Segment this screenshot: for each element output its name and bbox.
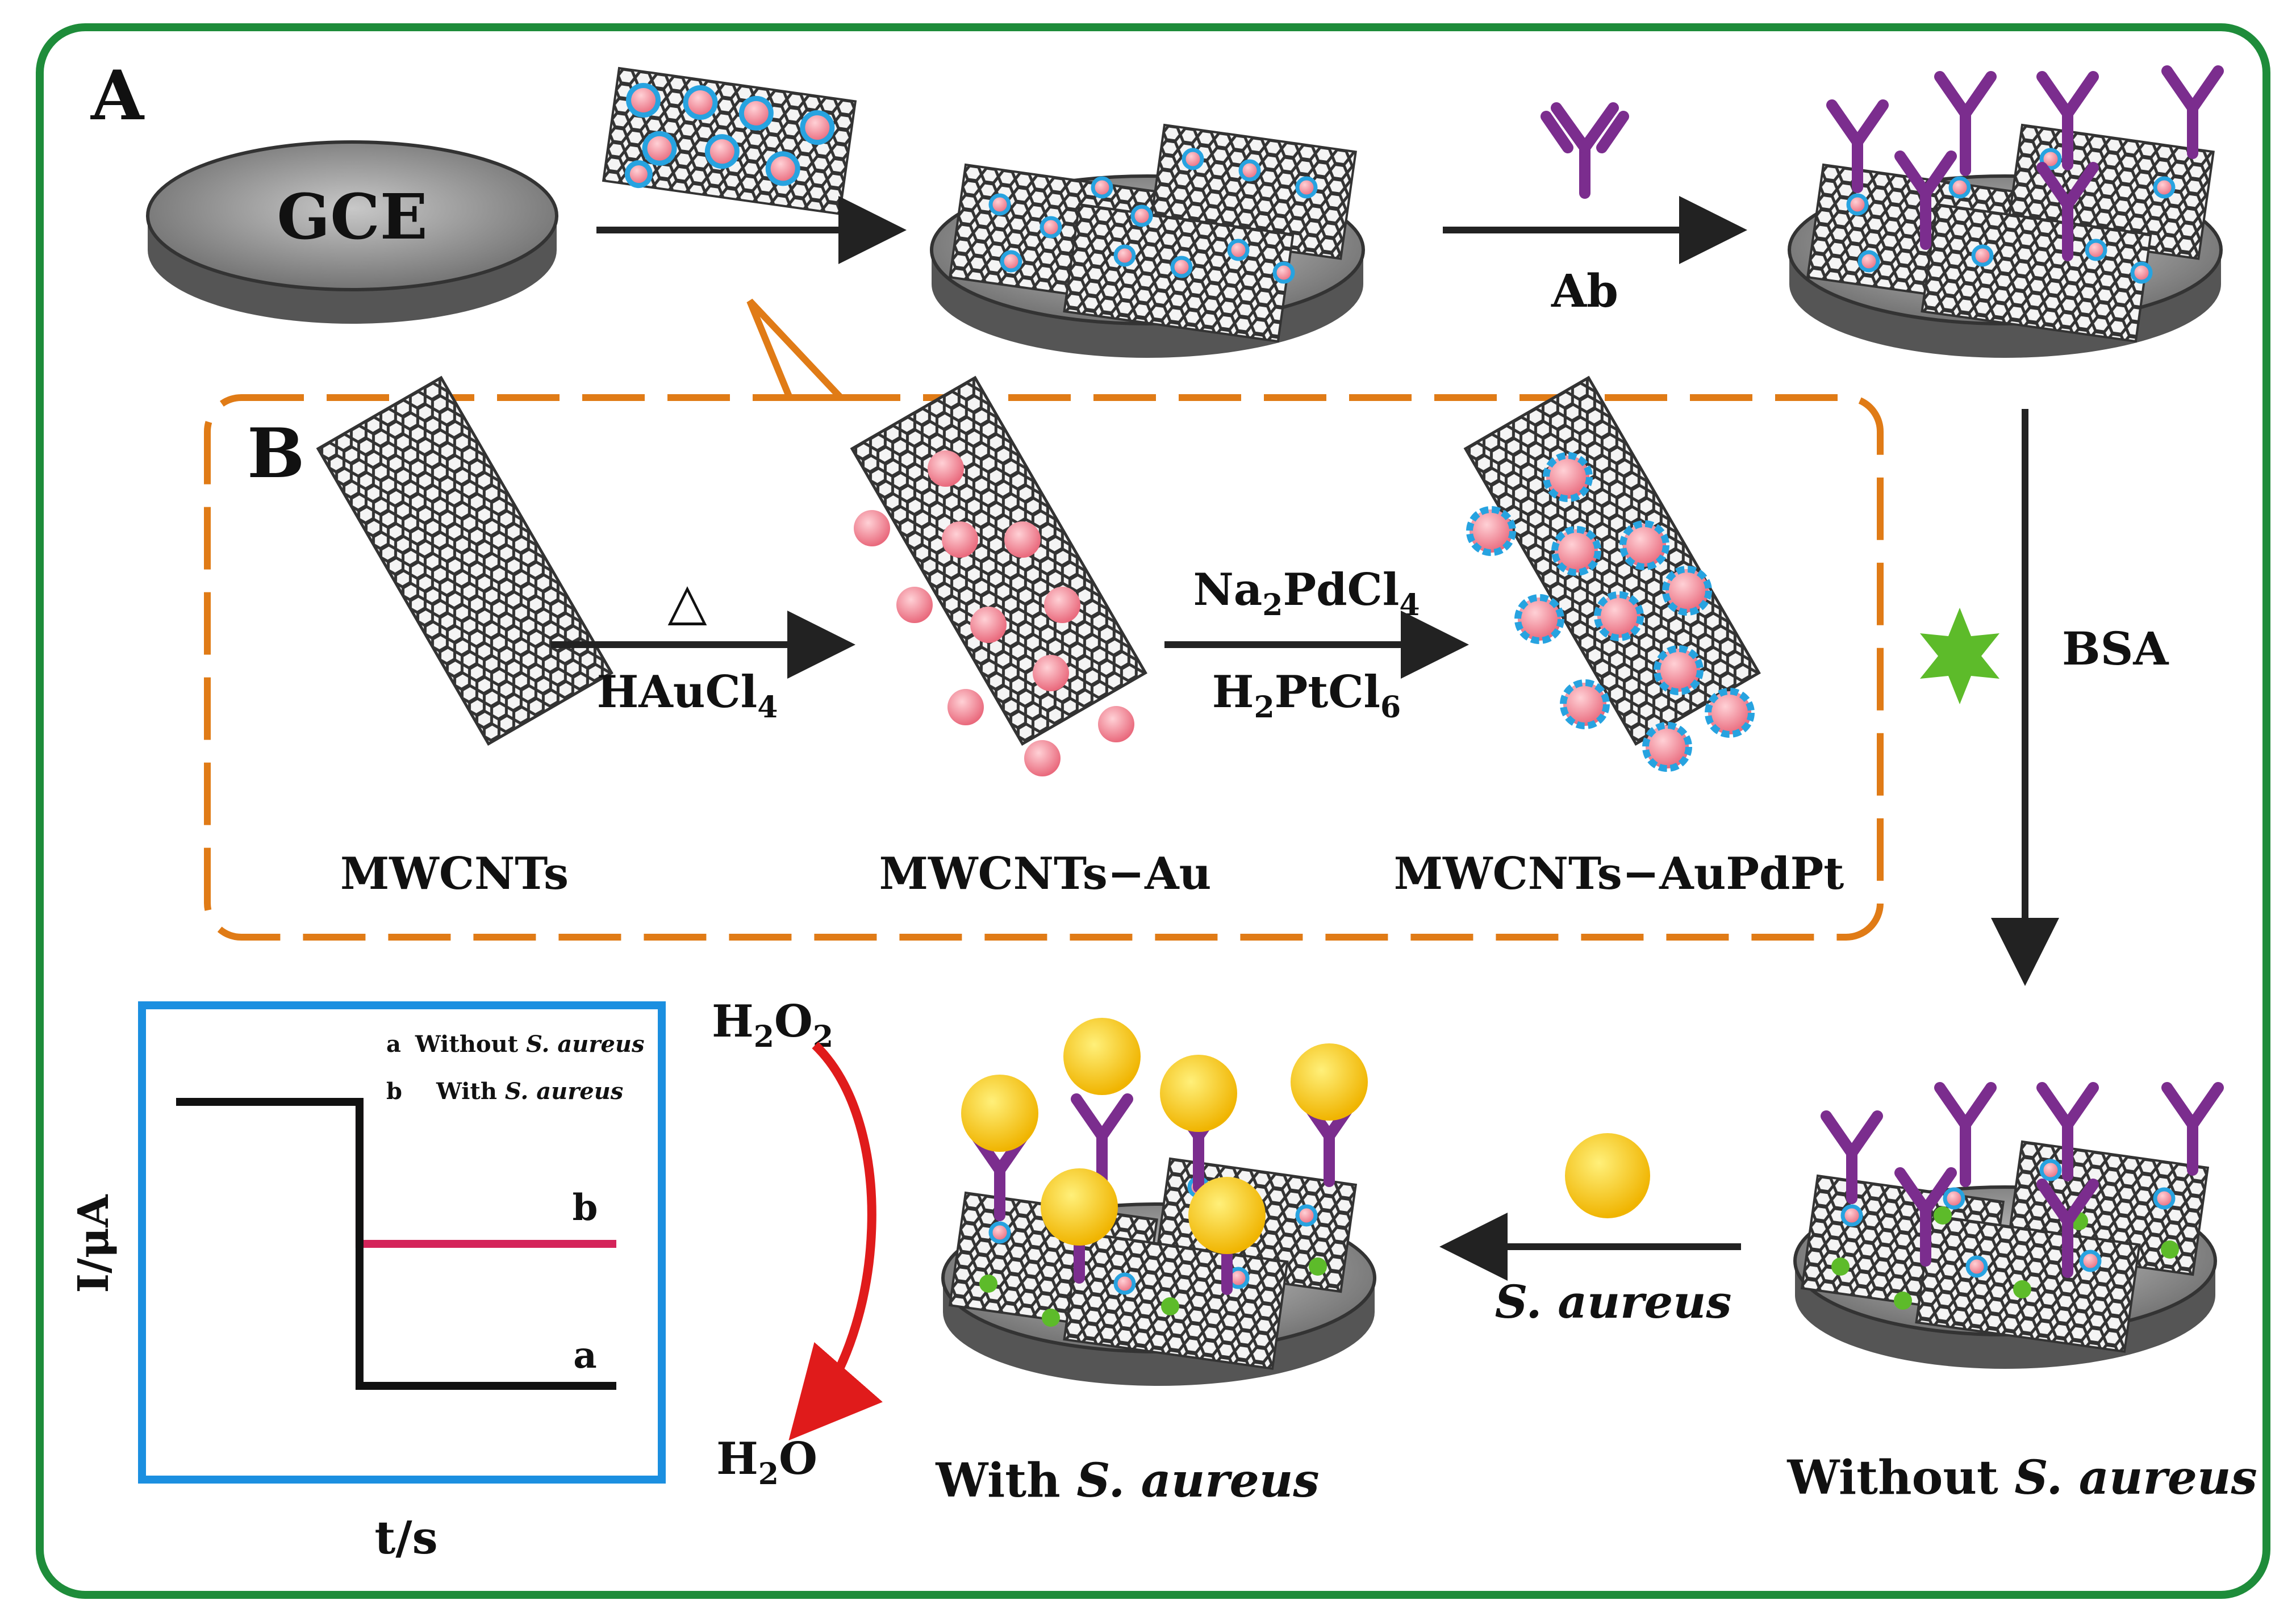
electrode-without-bacteria [1793,1082,2224,1369]
label-mwcnts-aupdpt: MWCNTs−AuPdPt [1394,848,1844,900]
callout-pointer [746,298,849,401]
label-na2pdcl4: Na2PdCl4 [1193,564,1420,623]
bacterium-icon [1565,1133,1650,1218]
label-s-aureus: S. aureus [1495,1275,1732,1328]
label-with-bacteria: With S. aureus [935,1453,1319,1508]
curve-a [176,1098,616,1390]
curve-label-a: a [573,1334,596,1377]
panel-a-label: A [90,56,145,136]
reaction-arrow [788,1042,883,1441]
panel-b-label: B [247,413,304,494]
bsa-star-icon [1920,608,1999,704]
label-h2o: H2O [716,1433,817,1492]
label-mwcnts-au: MWCNTs−Au [879,848,1212,900]
outer-border [36,23,2270,1599]
label-ab: Ab [1551,264,1618,317]
gce-label: GCE [277,180,427,253]
label-without-bacteria: Without S. aureus [1786,1451,2257,1505]
mwcnt-aupdpt-sheet [1463,375,1761,746]
electrode-composite-modified [930,123,1365,358]
core-shell-nanoparticles [1466,452,1755,772]
composite-sheet-small [602,66,857,215]
curve-label-b: b [573,1186,598,1229]
gce-electrode: GCE [146,140,558,324]
label-haucl4: HAuCl4 [597,666,778,725]
inset-x-label: t/s [374,1511,437,1564]
mwcnt-sheet [316,375,613,746]
electrode-antibody-bound [1788,65,2224,358]
label-h2o2: H2O2 [712,996,833,1054]
gold-nanoparticles [854,450,1134,776]
label-mwcnts: MWCNTs [340,848,569,900]
label-bsa: BSA [2062,622,2169,675]
panel-b-box [204,394,1884,941]
heat-symbol: △ [667,572,707,632]
inset-y-label: I/μA [69,1194,118,1293]
label-h2ptcl6: H2PtCl6 [1212,666,1401,725]
electrode-with-bacteria [941,1018,1376,1386]
antibody-icon [1541,102,1629,199]
mwcnt-au-sheet [850,375,1147,746]
